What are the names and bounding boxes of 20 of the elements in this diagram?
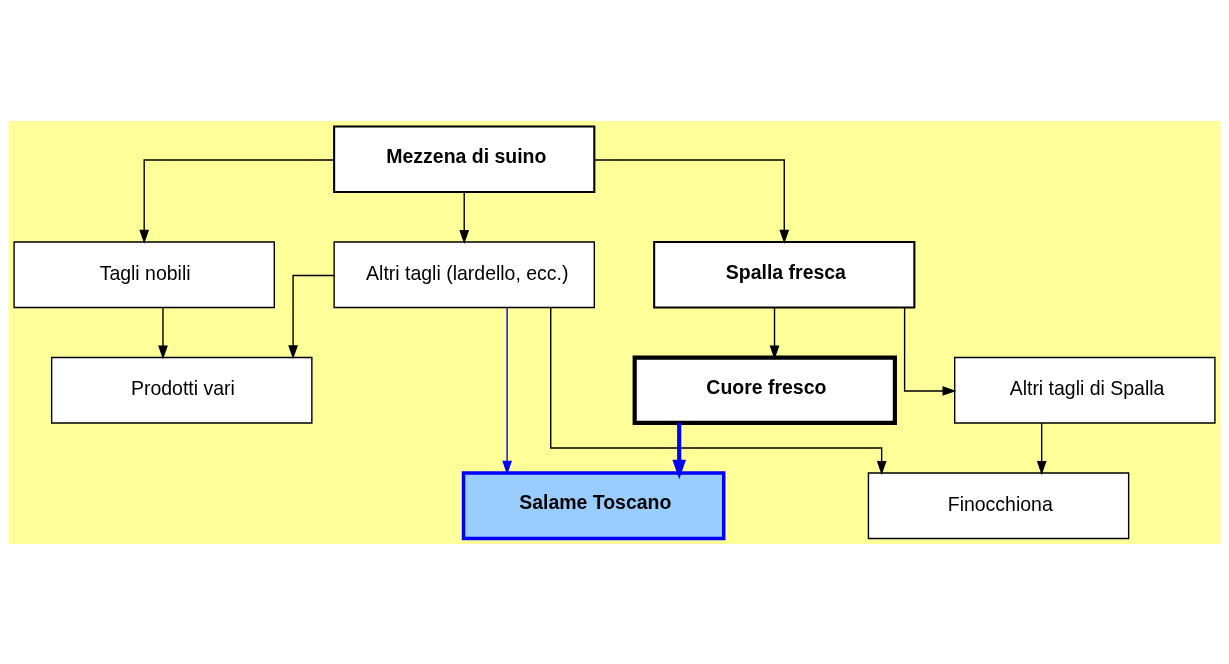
arrow	[903, 306, 957, 396]
arrow	[1036, 421, 1047, 475]
arrow	[769, 306, 780, 359]
node-box: Mezzena di suino	[333, 125, 596, 193]
node-box: Prodotti vari	[50, 356, 313, 424]
node-box: Altri tagli di Spalla	[954, 356, 1216, 424]
arrow	[550, 306, 887, 475]
node-box: Salame Toscano	[461, 470, 726, 540]
node-box: Tagli nobili	[13, 240, 275, 308]
arrow	[672, 422, 687, 479]
node-box: Spalla fresca	[653, 240, 916, 308]
node-box: Finocchiona	[867, 471, 1130, 539]
arrow	[139, 158, 335, 244]
arrow	[593, 158, 790, 244]
node-box: Altri tagli (lardello, ecc.)	[333, 240, 595, 308]
arrow	[459, 190, 470, 244]
arrow	[288, 274, 335, 359]
arrow	[502, 306, 512, 475]
node-box: Cuore fresco	[632, 354, 897, 425]
arrow	[158, 306, 168, 359]
